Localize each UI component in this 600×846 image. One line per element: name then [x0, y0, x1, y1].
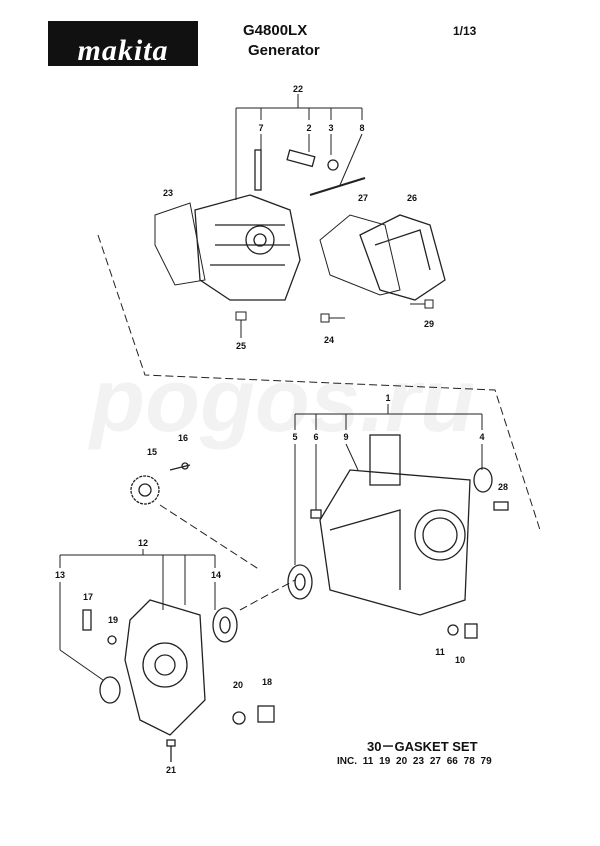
crankcase	[287, 434, 509, 639]
governor-gear	[130, 462, 191, 505]
head-gasket-23	[154, 202, 206, 286]
callout-6: 6	[313, 432, 318, 442]
callout-29: 29	[424, 319, 434, 329]
bracket-12	[59, 549, 216, 681]
cylinder-head	[194, 149, 366, 301]
callout-11: 11	[435, 647, 445, 657]
crankcase-cover	[82, 599, 275, 762]
callout-12: 12	[138, 538, 148, 548]
callout-2: 2	[306, 123, 311, 133]
callout-26: 26	[407, 193, 417, 203]
page-number: 1/13	[453, 24, 477, 38]
callout-24: 24	[324, 335, 334, 345]
callout-27: 27	[358, 193, 368, 203]
callout-13: 13	[55, 570, 65, 580]
head-cover-26	[359, 214, 446, 301]
callout-labels: 22 7 2 3 8 23 27 26 29 25 24 1 5 6 9 4 2…	[55, 84, 508, 775]
callout-15: 15	[147, 447, 157, 457]
callout-18: 18	[262, 677, 272, 687]
callout-4: 4	[479, 432, 484, 442]
callout-14: 14	[211, 570, 221, 580]
callout-25: 25	[236, 341, 246, 351]
makita-logo: makita	[48, 21, 198, 66]
callout-19: 19	[108, 615, 118, 625]
callout-5: 5	[292, 432, 297, 442]
callout-1: 1	[385, 393, 390, 403]
cover-gasket-27	[319, 214, 401, 296]
callout-16: 16	[178, 433, 188, 443]
callout-3: 3	[328, 123, 333, 133]
callout-9: 9	[343, 432, 348, 442]
callout-23: 23	[163, 188, 173, 198]
bracket-22	[235, 94, 363, 200]
callout-7: 7	[258, 123, 263, 133]
callout-17: 17	[83, 592, 93, 602]
gasket-set-title: 30－GASKET SET	[367, 739, 478, 754]
callout-20: 20	[233, 680, 243, 690]
product-name: Generator	[248, 42, 320, 59]
watermark: pogos.ru	[90, 351, 475, 451]
bolts	[235, 299, 434, 338]
bracket-1	[294, 404, 483, 565]
callout-22: 22	[293, 84, 303, 94]
callout-8: 8	[359, 123, 364, 133]
callout-21: 21	[166, 765, 176, 775]
callout-10: 10	[455, 655, 465, 665]
gasket-set-includes: INC. 11 19 20 23 27 66 78 79	[337, 756, 492, 767]
model-number: G4800LX	[243, 22, 308, 39]
assembly-dashed-lines	[97, 234, 541, 611]
callout-28: 28	[498, 482, 508, 492]
